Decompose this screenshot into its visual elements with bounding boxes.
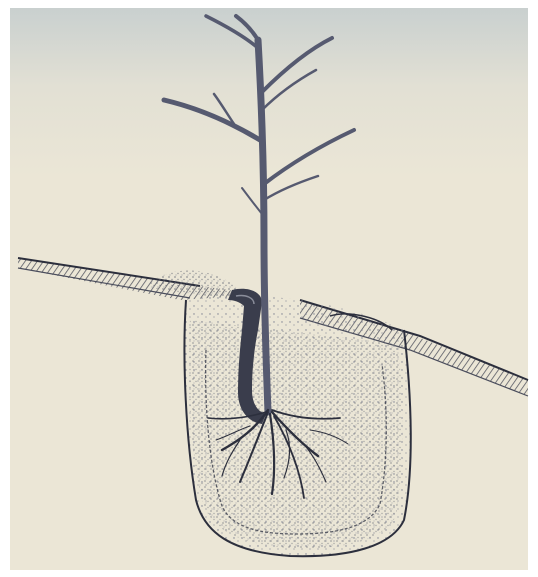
planting-illustration: [0, 0, 538, 577]
figure-frame: [0, 0, 538, 577]
